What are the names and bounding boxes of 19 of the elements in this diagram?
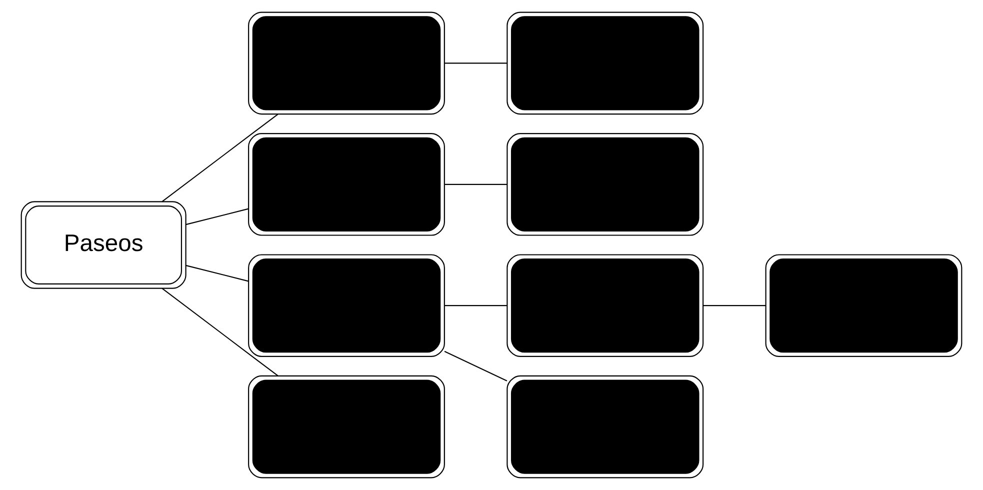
- connector: [444, 305, 507, 306]
- node-box: [506, 133, 704, 236]
- connector: [444, 62, 507, 64]
- connector: [444, 350, 508, 382]
- node-box: Paseos: [20, 201, 186, 289]
- connector: [186, 208, 248, 226]
- connector: [162, 288, 278, 376]
- node-box: [506, 12, 704, 115]
- connector: [703, 305, 766, 306]
- node-box: [248, 254, 445, 357]
- node-box: [765, 254, 962, 357]
- node-box: [506, 375, 704, 478]
- node-box: [506, 254, 704, 357]
- node-box: [248, 133, 445, 236]
- connector: [444, 184, 507, 185]
- node-box: [248, 12, 445, 115]
- connector: [186, 264, 248, 282]
- connector: [162, 114, 278, 202]
- node-box: [248, 375, 445, 478]
